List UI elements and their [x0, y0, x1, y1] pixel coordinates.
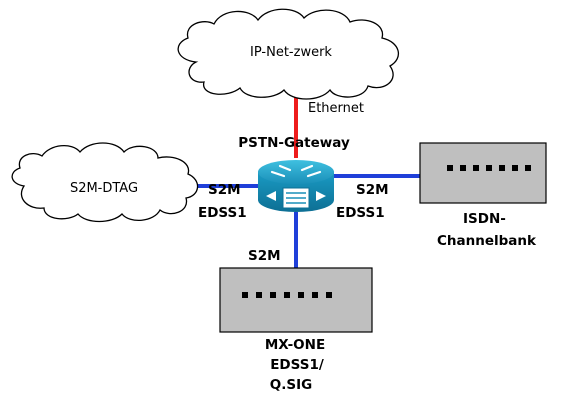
s2m-dtag-cloud: S2M-DTAG — [11, 142, 199, 223]
mxone-device — [219, 267, 373, 333]
gateway-label: PSTN-Gateway — [238, 135, 350, 151]
s2m-dtag-label: S2M-DTAG — [70, 181, 138, 196]
channelbank-label-line1: ISDN- — [463, 211, 506, 227]
right-s2m-label: S2M — [356, 182, 389, 198]
mxone-label-line3: Q.SIG — [270, 377, 312, 393]
ip-network-label: IP-Net-zwerk — [250, 45, 332, 60]
mxone-label-line1: MX-ONE — [265, 337, 325, 353]
bottom-s2m-label: S2M — [248, 248, 281, 264]
mxone-label-line2: EDSS1/ — [270, 357, 324, 373]
router-icon — [258, 160, 334, 212]
channelbank-label-line2: Channelbank — [437, 233, 537, 249]
channelbank-device — [419, 142, 547, 204]
left-edss1-label: EDSS1 — [198, 205, 247, 221]
left-s2m-label: S2M — [208, 182, 241, 198]
ethernet-label: Ethernet — [308, 101, 364, 116]
ip-network-cloud: IP-Net-zwerk — [177, 8, 400, 100]
right-edss1-label: EDSS1 — [336, 205, 385, 221]
